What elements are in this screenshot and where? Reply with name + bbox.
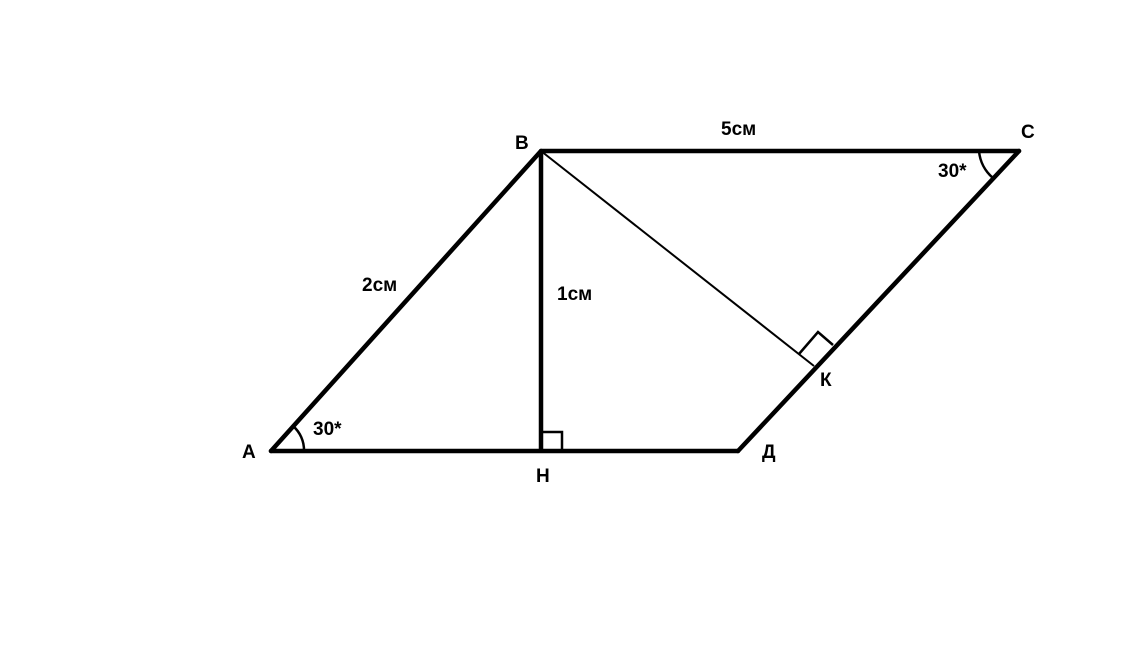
vertex-label-b: B: [515, 133, 529, 154]
length-label-ab: 2см: [362, 275, 397, 296]
vertex-label-h: Н: [536, 466, 550, 487]
vertex-label-k: К: [820, 370, 832, 391]
side-cd: [735, 148, 1022, 454]
side-ab: [268, 148, 544, 454]
angle-arc-a: [292, 425, 306, 452]
vertex-label-a: A: [242, 442, 256, 463]
angle-label-a: 30*: [313, 419, 342, 440]
length-label-bh: 1см: [557, 284, 592, 305]
vertex-label-c: C: [1021, 122, 1035, 143]
right-angle-marker-k: [798, 330, 834, 355]
vertex-label-d: Д: [762, 442, 776, 463]
angle-label-c: 30*: [938, 161, 967, 182]
height-bk: [540, 150, 815, 367]
length-label-bc: 5см: [721, 119, 756, 140]
right-angle-marker-h: [541, 430, 564, 451]
angle-arc-c: [977, 150, 994, 179]
